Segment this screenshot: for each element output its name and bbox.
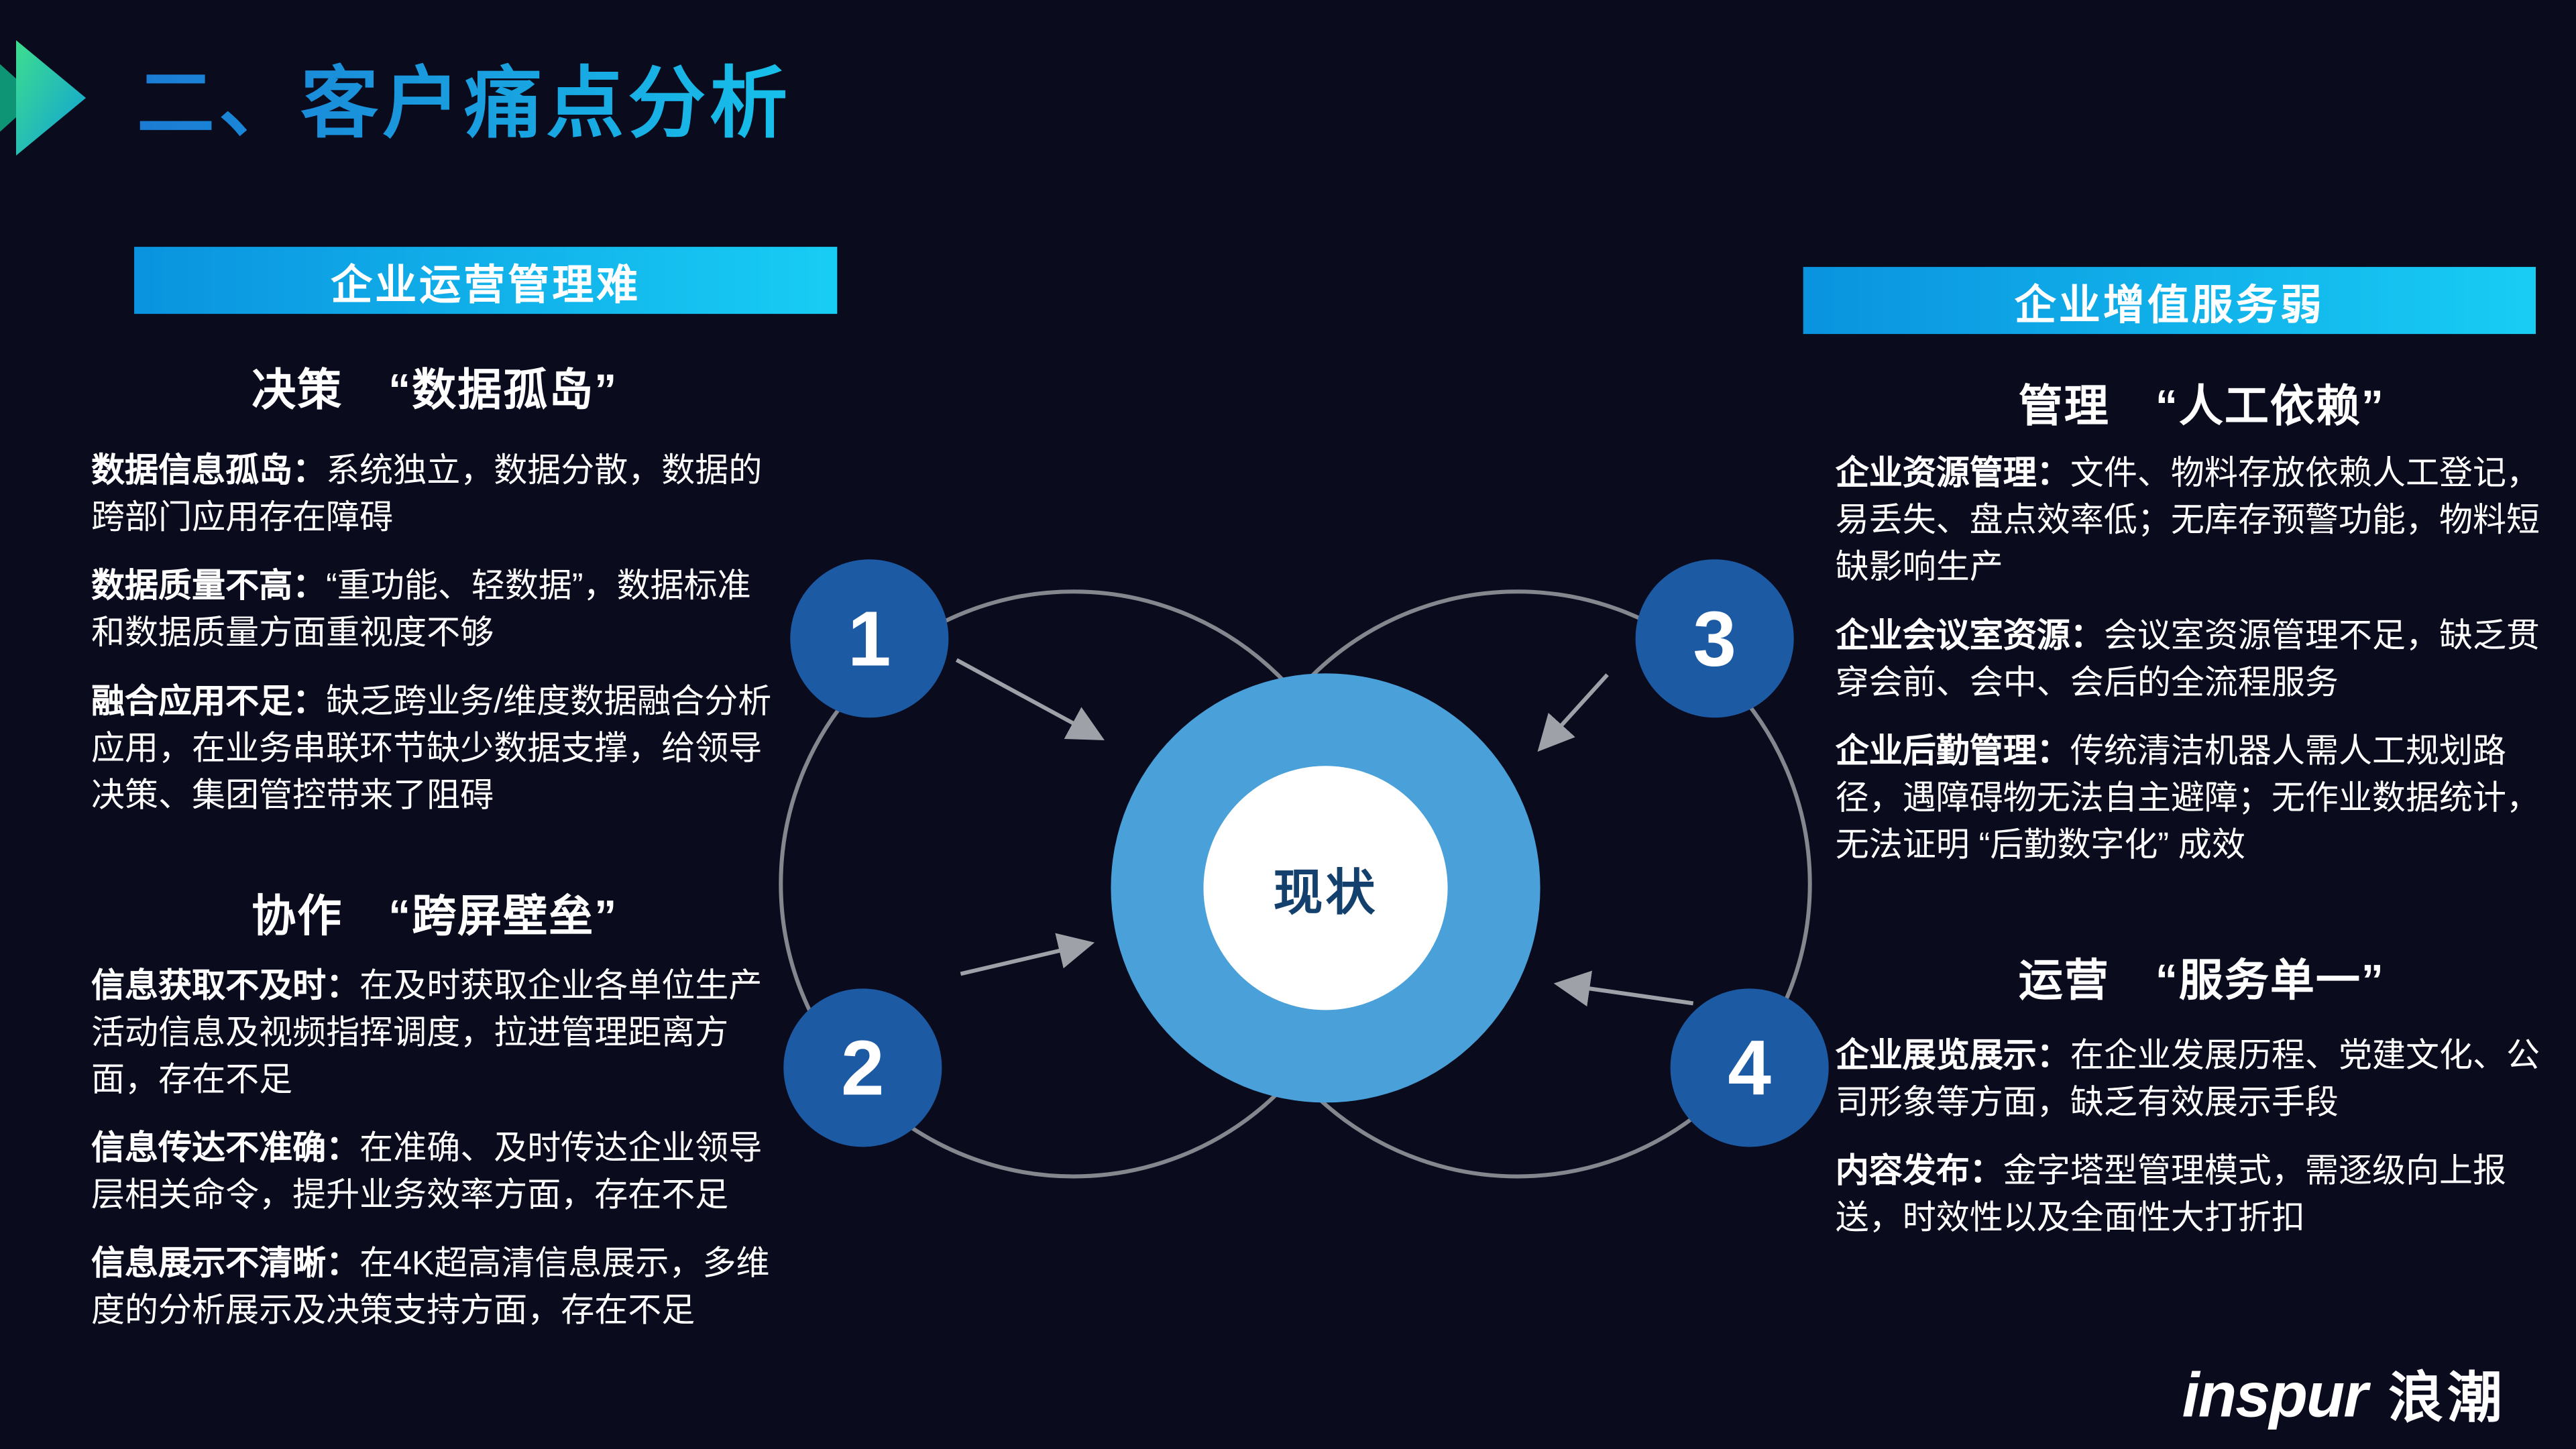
accent-arrow-front-shape [16,40,87,156]
item-text: 在及时获取企业各单位生产活动信息及视频指挥调度，拉进管理距离方面，存在不足 [91,967,763,1099]
section-items-management: 企业资源管理：文件、物料存放依赖人工登记，易丢失、盘点效率低；无库存预警功能，物… [1836,451,2568,890]
page-title: 二、客户痛点分析 [137,40,791,153]
section-heading-management: 管理 “人工依赖” [2018,381,2385,431]
pain-point-item: 信息传达不准确：在准确、及时传达企业领导层相关命令，提升业务效率方面，存在不足 [91,1125,778,1219]
section-heading-collaboration: 协作 “跨屏壁垒” [251,890,618,941]
left-banner: 企业运营管理难 [134,247,838,314]
arrow-from-3 [1537,673,1609,752]
slide-accent-arrow-icon [0,40,87,156]
number-badge-1: 1 [790,559,949,718]
section-items-collaboration: 信息获取不及时：在及时获取企业各单位生产活动信息及视频指挥调度，拉进管理距离方面… [91,963,778,1356]
item-lead: 企业会议室资源： [1835,617,2104,655]
inspur-logo-chinese: 浪潮 [2388,1367,2506,1429]
pain-point-item: 数据质量不高：“重功能、轻数据”，数据标准和数据质量方面重视度不够 [91,563,778,657]
item-text: 会议室资源管理不足，缺乏贯穿会前、会中、会后的全流程服务 [1835,617,2540,702]
item-text: 在企业发展历程、党建文化、公司形象等方面，缺乏有效展示手段 [1835,1037,2540,1122]
pain-point-item: 数据信息孤岛：系统独立，数据分散，数据的跨部门应用存在障碍 [91,448,778,542]
item-lead: 企业后勤管理： [1835,732,2070,770]
pain-point-item: 企业后勤管理：传统清洁机器人需人工规划路径，遇障碍物无法自主避障；无作业数据统计… [1836,728,2568,869]
item-lead: 信息传达不准确： [91,1129,360,1167]
item-lead: 信息获取不及时： [91,967,360,1005]
item-lead: 内容发布： [1835,1152,2003,1190]
center-circle: 现状 [1111,673,1541,1103]
item-text: 文件、物料存放依赖人工登记，易丢失、盘点效率低；无库存预警功能，物料短缺影响生产 [1835,455,2540,587]
inspur-logo-wordmark: inspur [2182,1358,2368,1430]
item-lead: 信息展示不清晰： [91,1244,360,1283]
pain-point-item: 融合应用不足：缺乏跨业务/维度数据融合分析应用，在业务串联环节缺少数据支撑，给领… [91,679,778,819]
number-badge-4: 4 [1670,988,1829,1147]
arrow-from-1 [955,658,1105,741]
item-text: 传统清洁机器人需人工规划路径，遇障碍物无法自主避障；无作业数据统计，无法证明 “… [1835,732,2540,864]
item-lead: 企业展览展示： [1835,1037,2070,1075]
section-items-operation: 企业展览展示：在企业发展历程、党建文化、公司形象等方面，缺乏有效展示手段 内容发… [1836,1033,2568,1263]
inspur-logo: inspur 浪潮 [2182,1352,2506,1433]
pain-point-item: 企业会议室资源：会议室资源管理不足，缺乏贯穿会前、会中、会后的全流程服务 [1836,613,2568,707]
section-items-decision: 数据信息孤岛：系统独立，数据分散，数据的跨部门应用存在障碍 数据质量不高：“重功… [91,448,778,841]
item-lead: 企业资源管理： [1835,455,2070,493]
item-lead: 融合应用不足： [91,683,327,721]
number-badge-2: 2 [783,988,942,1147]
section-heading-operation: 运营 “服务单一” [2018,955,2385,1005]
item-text: 缺乏跨业务/维度数据融合分析应用，在业务串联环节缺少数据支撑，给领导决策、集团管… [91,683,772,815]
item-text: 在4K超高清信息展示，多维度的分析展示及决策支持方面，存在不足 [91,1244,770,1330]
item-text: 系统独立，数据分散，数据的跨部门应用存在障碍 [91,452,763,537]
item-text: “重功能、轻数据”，数据标准和数据质量方面重视度不够 [91,567,751,652]
item-text: 金字塔型管理模式，需逐级向上报送，时效性以及全面性大打折扣 [1835,1152,2507,1237]
section-heading-decision: 决策 “数据孤岛” [251,365,618,415]
pain-point-item: 企业资源管理：文件、物料存放依赖人工登记，易丢失、盘点效率低；无库存预警功能，物… [1836,451,2568,591]
arrow-from-4 [1553,970,1694,1007]
item-lead: 数据质量不高： [91,567,327,605]
arrow-from-2 [960,933,1095,976]
center-status-label: 现状 [1203,766,1448,1010]
item-lead: 数据信息孤岛： [91,452,327,490]
right-banner: 企业增值服务弱 [1803,267,2536,335]
number-badge-3: 3 [1635,559,1794,718]
pain-point-item: 企业展览展示：在企业发展历程、党建文化、公司形象等方面，缺乏有效展示手段 [1836,1033,2568,1126]
pain-point-item: 信息展示不清晰：在4K超高清信息展示，多维度的分析展示及决策支持方面，存在不足 [91,1240,778,1334]
pain-point-item: 内容发布：金字塔型管理模式，需逐级向上报送，时效性以及全面性大打折扣 [1836,1148,2568,1242]
pain-point-item: 信息获取不及时：在及时获取企业各单位生产活动信息及视频指挥调度，拉进管理距离方面… [91,963,778,1104]
item-text: 在准确、及时传达企业领导层相关命令，提升业务效率方面，存在不足 [91,1129,763,1214]
